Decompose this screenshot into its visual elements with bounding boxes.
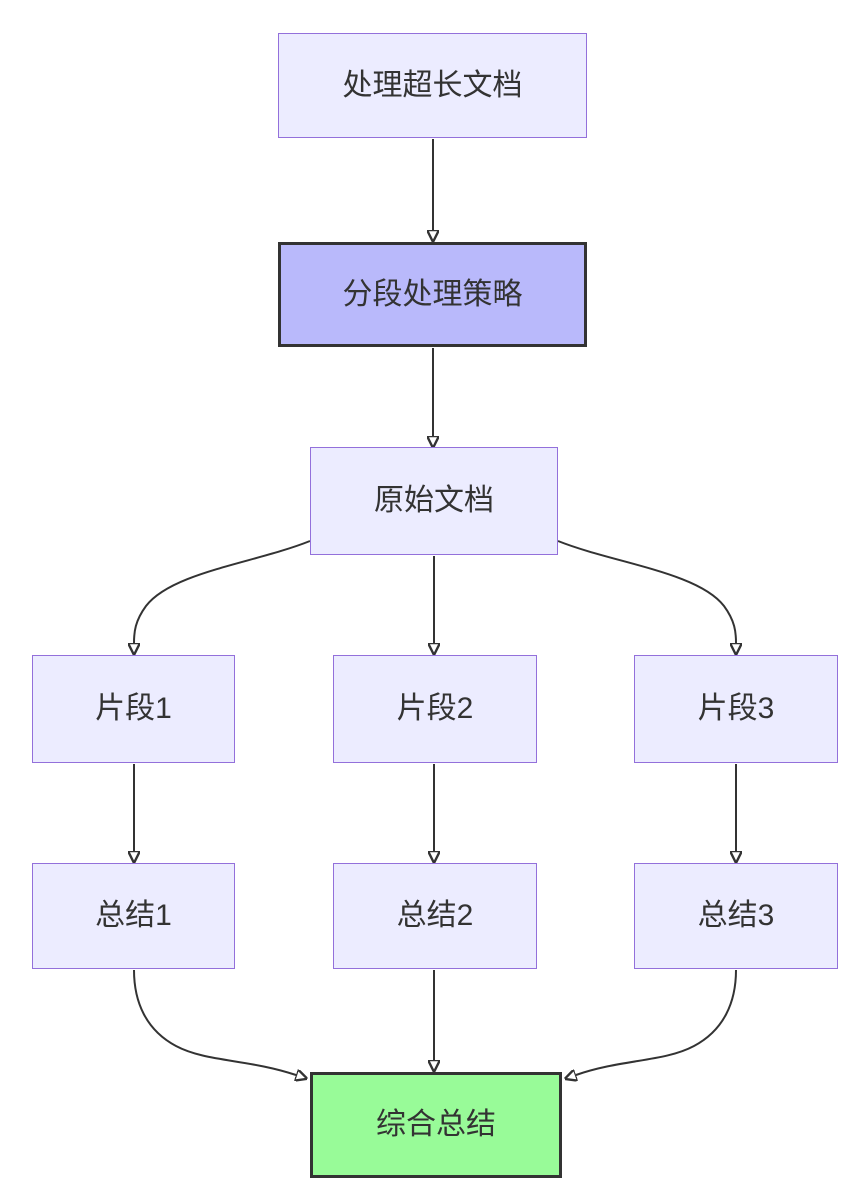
edge-source-frag1 [134, 540, 311, 643]
node-summary-3: 总结3 [634, 863, 838, 969]
node-original-document: 原始文档 [310, 447, 558, 555]
node-segmentation-strategy: 分段处理策略 [278, 242, 587, 347]
edge-sum1-final [133, 969, 296, 1075]
node-final-summary-label: 综合总结 [376, 1108, 496, 1141]
node-segmentation-strategy-label: 分段处理策略 [342, 277, 523, 311]
node-fragment-2-label: 片段2 [396, 692, 474, 725]
edge-source-frag3 [557, 540, 736, 643]
node-fragment-2: 片段2 [333, 655, 537, 763]
node-process-long-document-label: 处理超长文档 [342, 68, 523, 102]
node-fragment-1: 片段1 [32, 655, 235, 763]
node-process-long-document: 处理超长文档 [278, 33, 587, 138]
node-summary-1: 总结1 [32, 863, 235, 969]
node-summary-3-label: 总结3 [697, 899, 775, 932]
node-summary-1-label: 总结1 [95, 899, 172, 932]
node-summary-2-label: 总结2 [396, 899, 474, 932]
node-fragment-3-label: 片段3 [697, 692, 775, 725]
node-final-summary: 综合总结 [310, 1072, 562, 1178]
node-fragment-3: 片段3 [634, 655, 838, 763]
node-fragment-1-label: 片段1 [95, 692, 172, 725]
node-summary-2: 总结2 [333, 863, 537, 969]
edge-sum3-final [576, 969, 737, 1075]
node-original-document-label: 原始文档 [374, 484, 494, 517]
